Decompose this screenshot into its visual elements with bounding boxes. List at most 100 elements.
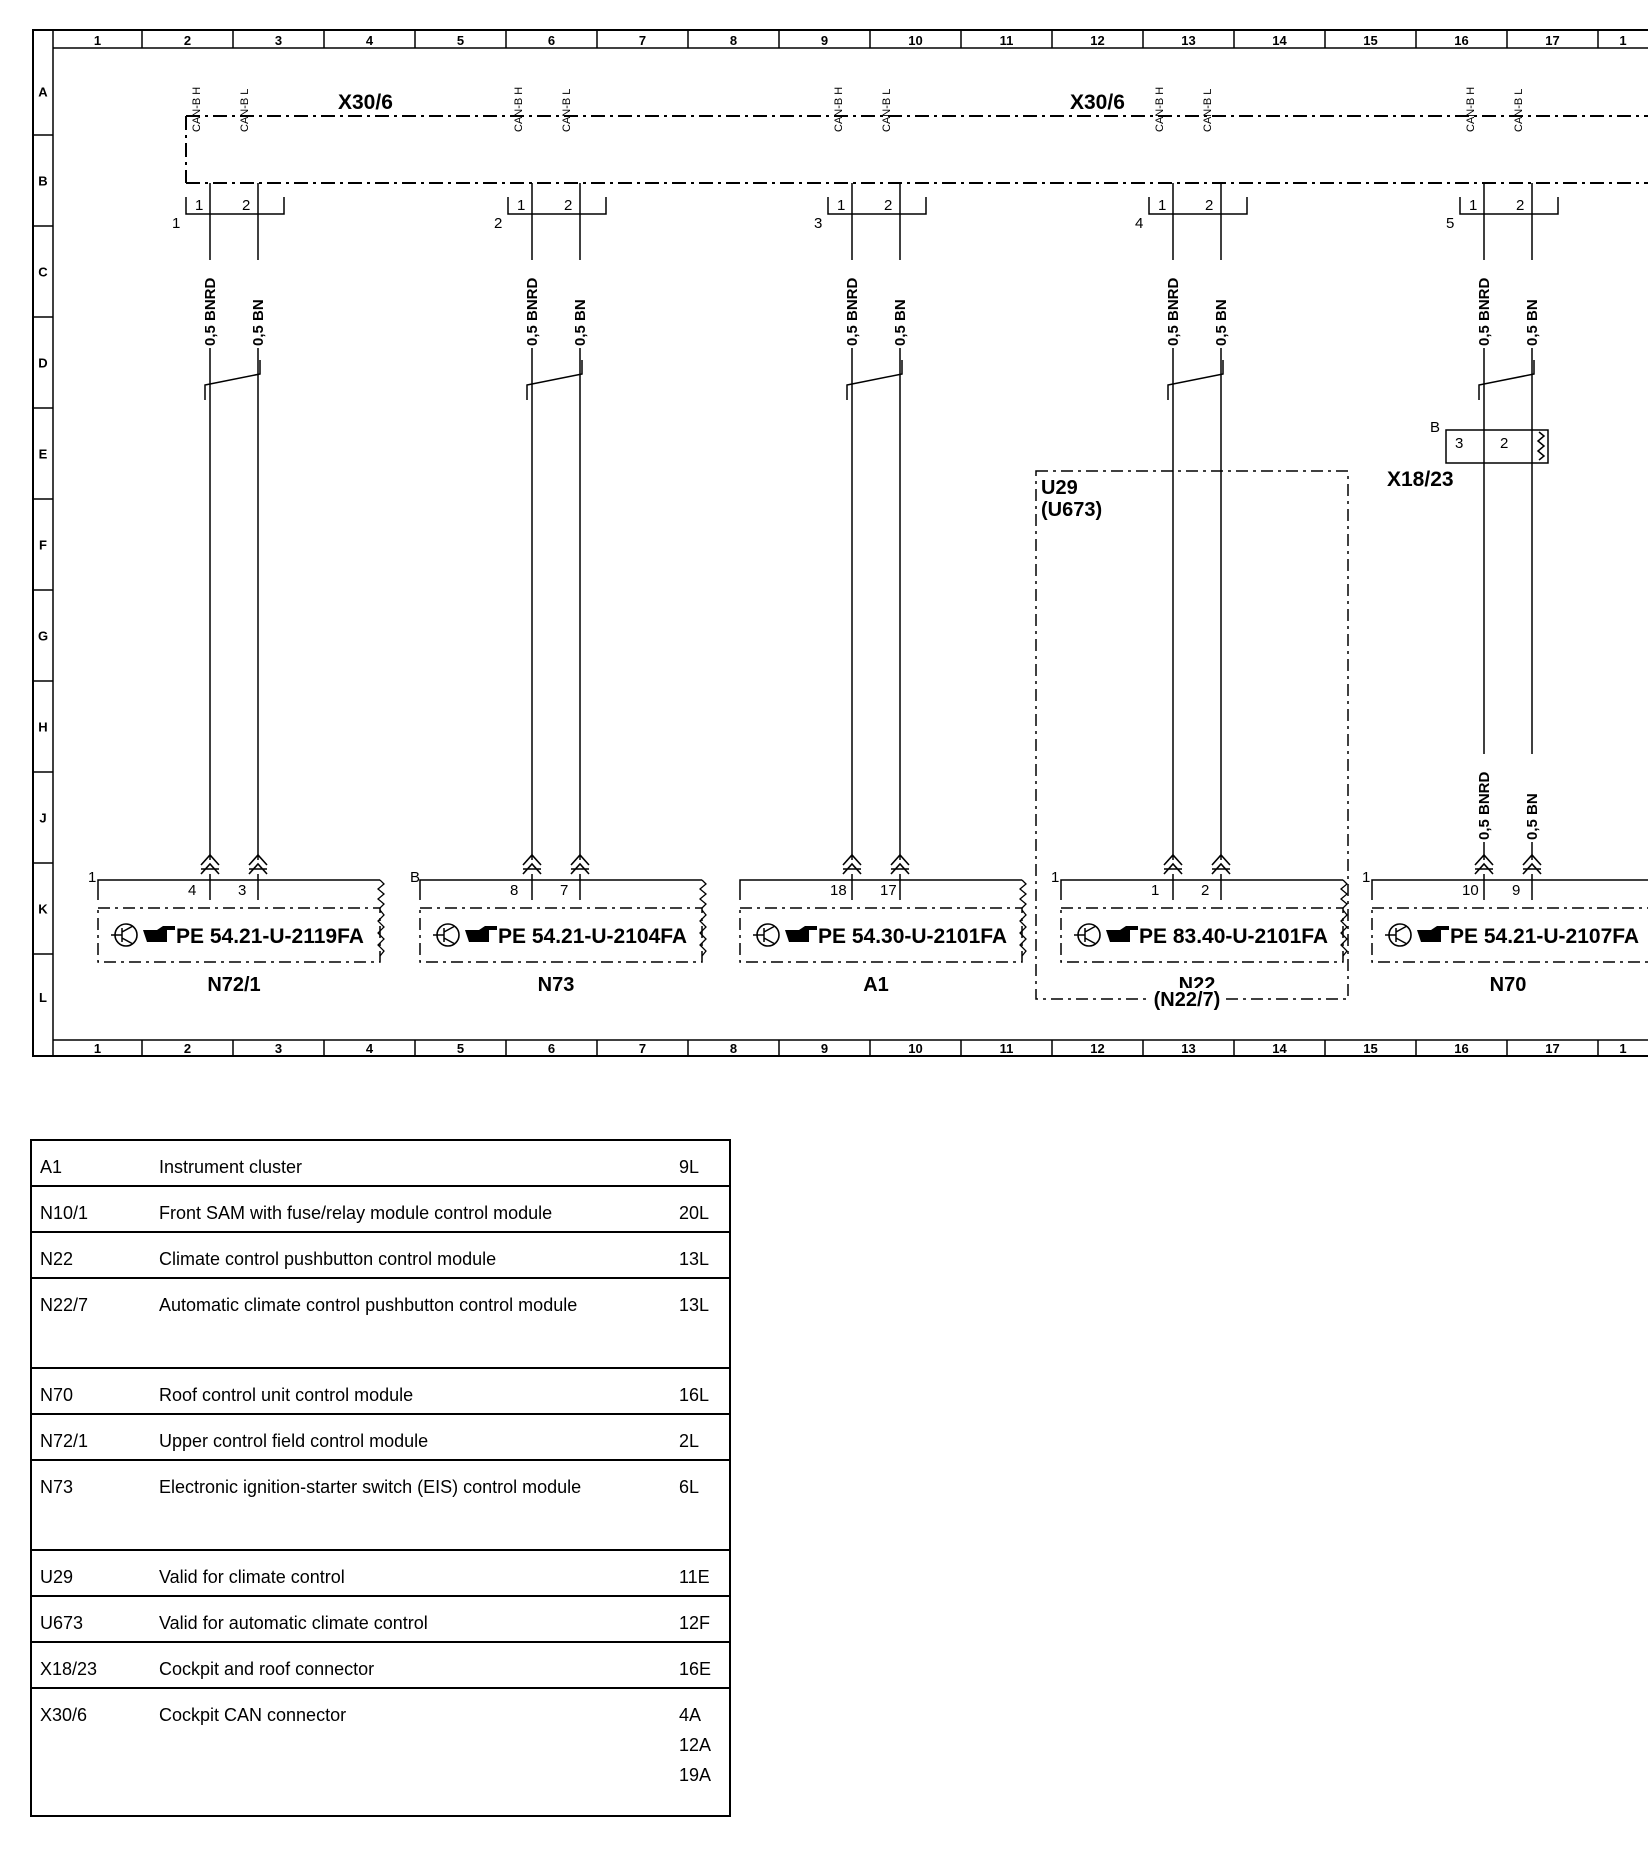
column-label: 3 [275, 33, 282, 48]
legend-location-value: 11E [679, 1567, 710, 1587]
column-label: 3 [275, 1041, 282, 1056]
plug-icon [522, 853, 542, 875]
variant-box: U29 (U673) (N22/7) [1035, 470, 1349, 1011]
branch-index: 1 [172, 215, 180, 232]
column-label: 10 [908, 1041, 922, 1056]
wire-label: 0,5 BNRD [1476, 771, 1493, 840]
legend-code: N70 [30, 1367, 151, 1415]
legend-code: U673 [30, 1595, 151, 1643]
plug-icon [570, 853, 590, 875]
module-position: 1 [1051, 869, 1059, 886]
legend-location: 16E [675, 1641, 731, 1689]
pin-b-label: 2 [1516, 197, 1524, 214]
column-label: 4 [366, 1041, 374, 1056]
pin-b-label: 2 [242, 197, 250, 214]
legend-description: Instrument cluster [151, 1139, 675, 1187]
pe-reference: PE 54.21-U-2104FA [498, 925, 687, 948]
legend-location-value: 12F [679, 1613, 711, 1633]
twisted-pair-icon [526, 360, 583, 400]
module-pin-l: 2 [1201, 882, 1209, 899]
wire-label-gap [843, 260, 861, 348]
plug-icon [248, 853, 268, 875]
column-label: 13 [1181, 33, 1195, 48]
x30-6-socket [1148, 197, 1248, 215]
pointing-hand-icon [1417, 926, 1449, 942]
x30-6-label-right: X30/6 [1070, 91, 1125, 114]
row-label: B [38, 174, 47, 189]
legend-location-value: 6L [679, 1477, 700, 1497]
pin-b-label: 2 [564, 197, 572, 214]
can-l-label: CAN-B L [561, 89, 573, 132]
x18-23-connector: B 3 2 X18/23 [1387, 419, 1549, 491]
pointing-hand-icon [1106, 926, 1138, 942]
column-label: 14 [1272, 1041, 1287, 1056]
module-connector-outline [739, 879, 1022, 900]
can-l-label: CAN-B L [239, 89, 251, 132]
module-connector-outline [1371, 879, 1648, 900]
module-pin-l: 7 [560, 882, 568, 899]
legend-description: Cockpit CAN connector [151, 1687, 675, 1817]
row-label: C [38, 265, 48, 280]
legend-location-value: 9L [679, 1157, 700, 1177]
column-label: 2 [184, 33, 191, 48]
column-label: 8 [730, 33, 737, 48]
variant-label-n22-7: (N22/7) [1154, 989, 1221, 1011]
wire-label-gap [249, 260, 267, 348]
legend-location-value: 13L [679, 1295, 710, 1315]
transistor-icon [1074, 925, 1097, 945]
variant-label-u29: U29 [1041, 477, 1078, 499]
column-label: 7 [639, 1041, 646, 1056]
x18-23-position: B [1430, 419, 1440, 436]
column-label: 17 [1545, 33, 1559, 48]
module-pin-l: 3 [238, 882, 246, 899]
legend-location: 12F [675, 1595, 731, 1643]
wire-label: 0,5 BNRD [524, 277, 541, 346]
legend-description: Valid for climate control [151, 1549, 675, 1597]
module-pin-l: 9 [1512, 882, 1520, 899]
pin-b-label: 2 [884, 197, 892, 214]
plug-icon [842, 853, 862, 875]
module-label: A1 [863, 974, 889, 996]
legend-description: Cockpit and roof connector [151, 1641, 675, 1689]
wire-label: 0,5 BN [892, 299, 909, 346]
wire-label: 0,5 BN [1213, 299, 1230, 346]
module-label: N73 [538, 974, 575, 996]
column-label: 6 [548, 1041, 555, 1056]
column-label: 17 [1545, 1041, 1559, 1056]
column-label: 10 [908, 33, 922, 48]
wire-label-gap [571, 260, 589, 348]
pointing-hand-icon [465, 926, 497, 942]
legend-location: 20L [675, 1185, 731, 1233]
plug-icon [200, 853, 220, 875]
can-l-label: CAN-B L [1202, 89, 1214, 132]
legend-location: 2L [675, 1413, 731, 1461]
legend-location: 13L [675, 1231, 731, 1279]
break-icon [377, 909, 385, 957]
legend-location-value: 19A [679, 1765, 712, 1785]
wire-label-gap [201, 260, 219, 348]
legend-code: X18/23 [30, 1641, 151, 1689]
twisted-pair-icon [204, 360, 261, 400]
column-label: 1 [1619, 33, 1626, 48]
column-label: 16 [1454, 33, 1468, 48]
twisted-pair-icon [1167, 360, 1224, 400]
column-label: 1 [94, 1041, 101, 1056]
transistor-icon [111, 925, 134, 945]
column-label: 12 [1090, 1041, 1104, 1056]
break-icon [699, 909, 707, 957]
row-label: A [38, 85, 48, 100]
column-label: 9 [821, 33, 828, 48]
module-pin-h: 10 [1462, 882, 1479, 899]
plug-icon [1522, 853, 1542, 875]
row-label: J [39, 811, 46, 826]
pin-a-label: 1 [1158, 197, 1166, 214]
legend-location-value: 4A [679, 1705, 702, 1725]
